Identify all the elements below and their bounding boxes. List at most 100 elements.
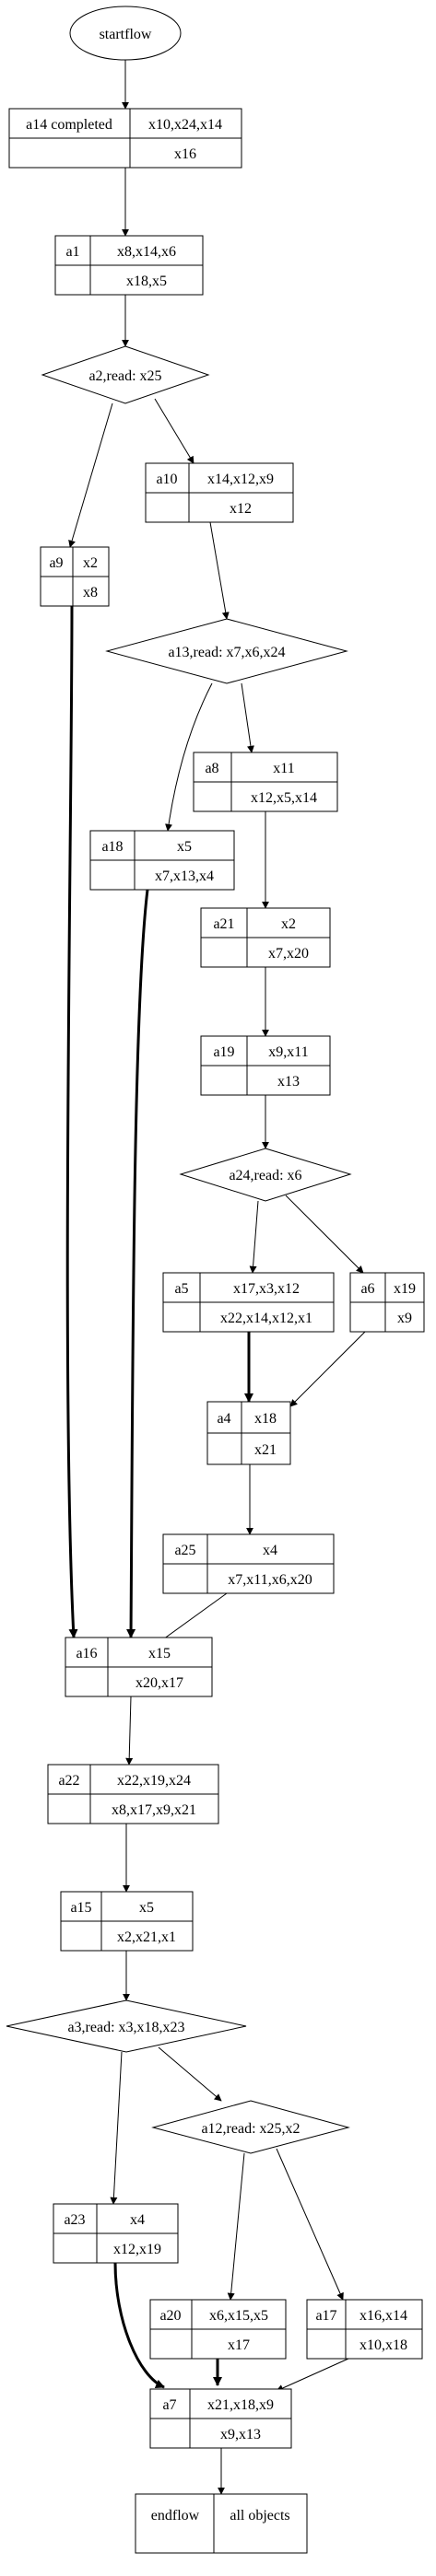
task-a9: a9 x2 x8: [40, 546, 110, 607]
task-a17: a17 x16,x14 x10,x18: [306, 2299, 423, 2360]
task-a23-top: x4: [130, 2212, 145, 2228]
task-a10-bottom: x12: [230, 501, 252, 517]
decision-a3: a3,read: x3,x18,x23: [6, 1999, 247, 2053]
task-a5-top: x17,x3,x12: [233, 1281, 300, 1297]
task-a22-name: a22: [58, 1773, 79, 1789]
task-a4: a4 x18 x21: [206, 1401, 291, 1465]
task-a25-name: a25: [174, 1543, 195, 1558]
end-label-right: all objects: [230, 2508, 289, 2524]
edge-a23-a7: [113, 2262, 165, 2389]
task-a8: a8 x11 x12,x5,x14: [193, 752, 338, 812]
edge-a13-a8: [241, 682, 254, 753]
task-a16-bottom: x20,x17: [136, 1675, 183, 1691]
task-a14: a14 completed x10,x24,x14 x16: [8, 108, 242, 169]
decision-a13-label: a13,read: x7,x6,x24: [168, 645, 285, 660]
edge-a2-a10: [154, 398, 194, 464]
task-a1: a1 x8,x14,x6 x18,x5: [54, 235, 204, 296]
edge-a24-a5: [249, 1200, 259, 1274]
edge-a25-a16: [156, 1592, 228, 1645]
task-a23-name: a23: [64, 2212, 85, 2228]
edge-a9-a16: [65, 605, 78, 1638]
task-a20-bottom: x17: [228, 2337, 250, 2353]
task-a25-top: x4: [263, 1543, 277, 1558]
task-a16-top: x15: [148, 1646, 171, 1661]
decision-a12-label: a12,read: x25,x2: [201, 2121, 300, 2137]
task-a22-top: x22,x19,x24: [117, 1773, 191, 1789]
task-a21-top: x2: [281, 916, 296, 932]
edges: [65, 60, 366, 2495]
edge-a16-a22: [125, 1696, 134, 1766]
task-a19: a19 x9,x11 x13: [200, 1035, 331, 1096]
task-a17-top: x16,x14: [359, 2308, 407, 2324]
task-a7: a7 x21,x18,x9 x9,x13: [149, 2388, 292, 2449]
decision-a13: a13,read: x7,x6,x24: [105, 618, 348, 684]
task-a10-name: a10: [156, 472, 177, 487]
task-a17-bottom: x10,x18: [359, 2337, 407, 2353]
task-a23-bottom: x12,x19: [113, 2242, 161, 2257]
task-a14-name: a14 completed: [26, 117, 112, 133]
task-a6-bottom: x9: [397, 1311, 412, 1326]
edge-a12-a17: [276, 2148, 344, 2301]
task-a4-top: x18: [254, 1411, 277, 1427]
edge-a17-a7: [276, 2358, 349, 2392]
task-a6: a6 x19 x9: [349, 1272, 425, 1333]
task-a15-name: a15: [70, 1900, 91, 1916]
start-label: startflow: [100, 27, 152, 42]
edge-a3-a23: [110, 2051, 123, 2205]
task-a7-name: a7: [162, 2397, 176, 2413]
task-a23: a23 x4 x12,x19: [53, 2203, 179, 2264]
task-a15: a15 x5 x2,x21,x1: [60, 1891, 194, 1952]
end-node: endflow all objects: [135, 2493, 308, 2554]
task-a9-bottom: x8: [83, 585, 98, 600]
task-a22: a22 x22,x19,x24 x8,x17,x9,x21: [47, 1764, 219, 1824]
edge-a12-a20: [227, 2152, 245, 2301]
decision-a3-label: a3,read: x3,x18,x23: [67, 2020, 184, 2035]
task-a19-name: a19: [213, 1044, 234, 1060]
decision-a2: a2,read: x25: [41, 345, 210, 404]
task-a14-top: x10,x24,x14: [148, 117, 222, 133]
edge-a2-a9: [68, 402, 113, 548]
task-a21: a21 x2 x7,x20: [200, 907, 331, 968]
task-a10-top: x14,x12,x9: [207, 472, 274, 487]
task-a5-bottom: x22,x14,x12,x1: [220, 1311, 312, 1326]
task-a18-name: a18: [101, 839, 123, 855]
start-node: startflow: [69, 6, 182, 61]
task-a5: a5 x17,x3,x12 x22,x14,x12,x1: [162, 1272, 335, 1333]
task-a20-name: a20: [159, 2308, 181, 2324]
task-a4-bottom: x21: [254, 1442, 277, 1458]
task-a8-bottom: x12,x5,x14: [251, 790, 317, 806]
decision-a2-label: a2,read: x25: [88, 368, 161, 384]
task-a7-top: x21,x18,x9: [207, 2397, 274, 2413]
edge-a6-a4: [289, 1331, 366, 1407]
edge-a13-a18: [165, 682, 213, 832]
task-a9-name: a9: [49, 555, 63, 571]
edge-a18-a16: [126, 889, 149, 1638]
task-a19-top: x9,x11: [268, 1044, 308, 1060]
task-a19-bottom: x13: [277, 1074, 300, 1090]
task-a22-bottom: x8,x17,x9,x21: [112, 1802, 196, 1818]
task-a17-name: a17: [315, 2308, 336, 2324]
task-a20: a20 x6,x15,x5 x17: [149, 2299, 287, 2360]
task-a1-name: a1: [65, 244, 79, 260]
task-a6-top: x19: [394, 1281, 416, 1297]
end-label-left: endflow: [151, 2508, 200, 2524]
edge-a24-a6: [285, 1195, 364, 1274]
task-a8-top: x11: [273, 761, 294, 776]
task-a16: a16 x15 x20,x17: [65, 1637, 213, 1697]
task-a7-bottom: x9,x13: [220, 2427, 261, 2442]
decision-a24-label: a24,read: x6: [229, 1168, 301, 1183]
task-a6-name: a6: [360, 1281, 374, 1297]
task-a21-name: a21: [213, 916, 234, 932]
task-a14-bottom: x16: [174, 146, 196, 162]
task-a8-name: a8: [205, 761, 218, 776]
decision-a12: a12,read: x25,x2: [151, 2100, 350, 2154]
task-a15-top: x5: [139, 1900, 154, 1916]
task-a9-top: x2: [83, 555, 98, 571]
edge-a10-a13: [209, 521, 230, 620]
task-a18: a18 x5 x7,x13,x4: [89, 830, 235, 891]
task-a25-bottom: x7,x11,x6,x20: [228, 1572, 312, 1588]
task-a18-bottom: x7,x13,x4: [155, 868, 214, 884]
task-a1-top: x8,x14,x6: [117, 244, 176, 260]
task-a16-name: a16: [76, 1646, 97, 1661]
